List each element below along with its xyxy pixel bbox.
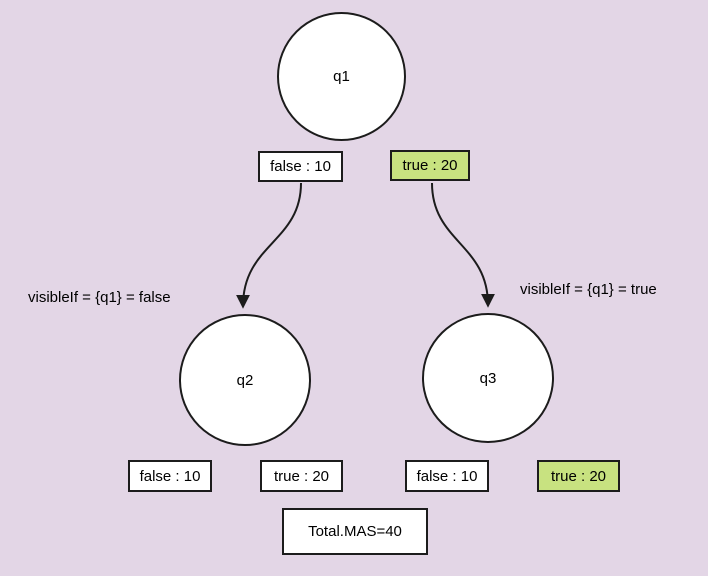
value-box-q1-false: false : 10 (258, 151, 343, 182)
node-q3-label: q3 (479, 369, 497, 387)
node-q3: q3 (422, 313, 554, 443)
annotation-visibleif-false: visibleIf = {q1} = false (28, 289, 171, 306)
node-q2-label: q2 (236, 371, 254, 389)
value-box-q1-true: true : 20 (390, 150, 470, 181)
value-box-q2-true: true : 20 (260, 460, 343, 492)
node-q1-label: q1 (333, 68, 350, 85)
value-box-q3-false: false : 10 (405, 460, 489, 492)
node-q2: q2 (179, 314, 311, 446)
node-q1: q1 (277, 12, 406, 141)
arrow-true-branch-q1-to-q3 (431, 182, 495, 308)
annotation-visibleif-true: visibleIf = {q1} = true (520, 281, 657, 298)
total-box: Total.MAS=40 (282, 508, 428, 555)
value-box-q2-false: false : 10 (128, 460, 212, 492)
arrow-false-branch-q1-to-q2 (236, 182, 302, 309)
value-box-q3-true: true : 20 (537, 460, 620, 492)
